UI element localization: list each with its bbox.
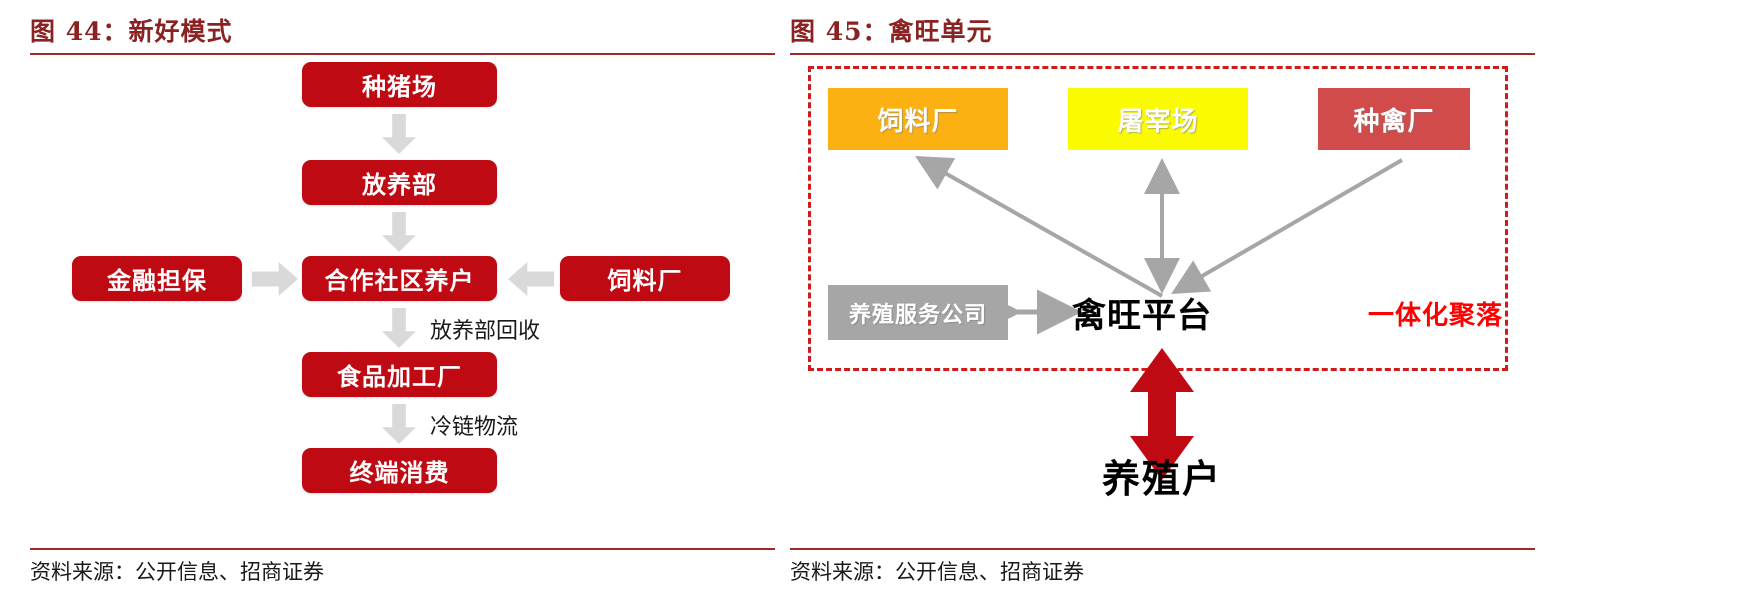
figure-44-source: 资料来源：公开信息、招商证券: [30, 560, 324, 584]
arrow-coop-to-processing-icon: [382, 308, 416, 348]
figure-45-title: 图 45：禽旺单元: [790, 17, 993, 46]
node-boar-farm[interactable]: 种猪场: [302, 62, 497, 107]
node-feed-mill[interactable]: 饲料厂: [828, 88, 1008, 150]
figure-44-bottom-rule: [30, 548, 775, 550]
node-qinwang-platform[interactable]: 禽旺平台: [1072, 296, 1212, 336]
arrow-feed-to-coop-icon: [508, 262, 554, 296]
arrow-processing-to-consumption-icon: [382, 404, 416, 444]
figure-44-panel: 图 44：新好模式 种猪场 放养部 金融担保 合作社区养户 饲料厂 放养部回收 …: [30, 0, 775, 614]
node-rearing-dept[interactable]: 放养部: [302, 160, 497, 205]
node-finance-guarantee[interactable]: 金融担保: [72, 256, 242, 301]
node-coop-farmers[interactable]: 合作社区养户: [302, 256, 497, 301]
node-slaughterhouse[interactable]: 屠宰场: [1068, 88, 1248, 150]
node-food-processing[interactable]: 食品加工厂: [302, 352, 497, 397]
node-farmer[interactable]: 养殖户: [1102, 457, 1223, 501]
arrow-finance-to-coop-icon: [252, 262, 298, 296]
edge-label-recovery: 放养部回收: [430, 319, 541, 344]
arrow-rearing-to-coop-icon: [382, 212, 416, 252]
arrow-boar-to-rearing-icon: [382, 114, 416, 154]
figure-44-title: 图 44：新好模式: [30, 17, 233, 46]
figure-45-source: 资料来源：公开信息、招商证券: [790, 560, 1084, 584]
node-end-consumption[interactable]: 终端消费: [302, 448, 497, 493]
label-integrated-cluster: 一体化聚落: [1368, 301, 1504, 331]
node-breeder-farm[interactable]: 种禽厂: [1318, 88, 1470, 150]
node-service-company[interactable]: 养殖服务公司: [828, 285, 1008, 340]
figure-45-top-rule: [790, 53, 1535, 55]
figure-44-top-rule: [30, 53, 775, 55]
figure-45-bottom-rule: [790, 548, 1535, 550]
edge-label-cold-chain: 冷链物流: [430, 415, 519, 440]
figure-45-panel: 图 45：禽旺单元 饲料厂: [790, 0, 1535, 614]
node-feed-mill[interactable]: 饲料厂: [560, 256, 730, 301]
